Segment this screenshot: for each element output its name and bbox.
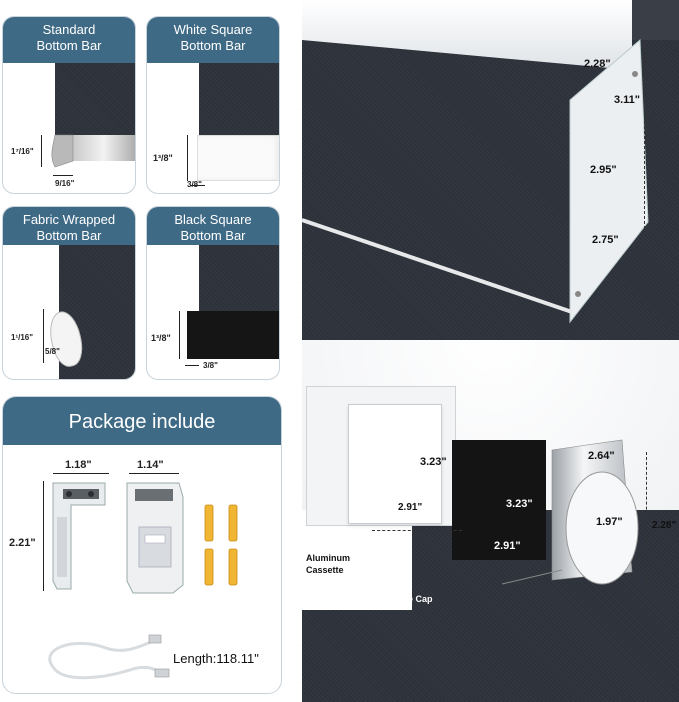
cassette-dim-bottom: 2.75": [592, 234, 619, 246]
width-dim: 5/8": [45, 347, 60, 356]
black-cap: [452, 440, 546, 560]
white-width-line: [372, 530, 462, 531]
cable-length: Length:118.11": [173, 651, 259, 666]
bracket-a-icon: [52, 482, 106, 590]
black-bar-shape: [187, 311, 279, 359]
standard-bottom-bar-card: Standard Bottom Bar 1⁷/16" 9/16": [2, 16, 136, 194]
aluminum-cassette-label: Aluminum Cassette: [306, 553, 350, 575]
cassette-dim-height: 3.11": [614, 94, 641, 106]
cassette-photo: 2.28" 3.11" 2.95" 2.75": [302, 0, 679, 340]
round-height-line: [646, 452, 647, 584]
height-dim: 1¹/16": [11, 333, 34, 342]
package-include-card: Package include 1.18" 2.21" 1.14" Length…: [2, 396, 282, 694]
round-cap-top: 2.64": [588, 450, 615, 462]
width-dim: 9/16": [55, 179, 75, 188]
bracket-height-line: [43, 481, 44, 591]
black-square-bottom-bar-card: Black Square Bottom Bar 1³/8" 3/8": [146, 206, 280, 380]
cassette-dim-top: 2.28": [584, 58, 611, 70]
side-caps-photo: 3.23" 2.91" 3.23" 2.91" 2.64" 1.97" 2.28…: [302, 340, 679, 702]
height-line: [187, 135, 188, 181]
height-line: [41, 135, 42, 167]
standard-bar-shape: [51, 134, 135, 168]
card-title: Fabric Wrapped Bottom Bar: [3, 207, 135, 245]
height-line: [179, 311, 180, 359]
width-line: [53, 175, 73, 176]
width-dim: 3/8": [203, 361, 218, 370]
height-dim: 1³/8": [151, 333, 171, 343]
bracket-height: 2.21": [9, 537, 36, 549]
bracket-a-width: 1.18": [65, 459, 92, 471]
fabric-wrapped-bottom-bar-card: Fabric Wrapped Bottom Bar 1¹/16" 5/8": [2, 206, 136, 380]
round-cap-shape: [501, 439, 639, 585]
bracket-a-width-line: [53, 473, 109, 474]
bracket-b-icon: [126, 482, 184, 594]
anchor-screws-icon: [204, 504, 238, 586]
width-line: [191, 185, 205, 186]
width-line: [185, 365, 199, 366]
white-square-bottom-bar-card: White Square Bottom Bar 1³/8" 3/8": [146, 16, 280, 194]
card-title: Standard Bottom Bar: [3, 17, 135, 63]
black-cap-height: 3.23": [506, 498, 533, 510]
white-cap-height: 3.23": [420, 456, 447, 468]
cassette-shape: [302, 0, 649, 324]
cassette-dim-mid: 2.95": [590, 164, 617, 176]
height-line: [43, 309, 44, 363]
black-cap-width: 2.91": [494, 540, 521, 552]
plastic-side-cap-label: plastic side Cap: [364, 594, 433, 604]
round-cap-mid: 1.97": [596, 516, 623, 528]
white-bar-shape: [197, 135, 279, 181]
cassette-height-line: [644, 46, 645, 234]
white-cap: [348, 404, 442, 524]
package-title: Package include: [3, 397, 281, 445]
white-cap-width: 2.91": [398, 502, 423, 513]
round-cap-height: 2.28": [652, 520, 677, 531]
usb-cable-icon: [48, 634, 170, 680]
height-dim: 1⁷/16": [11, 147, 34, 156]
height-dim: 1³/8": [153, 153, 173, 163]
fabric-left-white: [302, 510, 412, 610]
card-title: White Square Bottom Bar: [147, 17, 279, 63]
width-dim: 3/8": [187, 180, 202, 189]
bracket-b-width-line: [129, 473, 179, 474]
card-title: Black Square Bottom Bar: [147, 207, 279, 245]
bracket-b-width: 1.14": [137, 459, 164, 471]
